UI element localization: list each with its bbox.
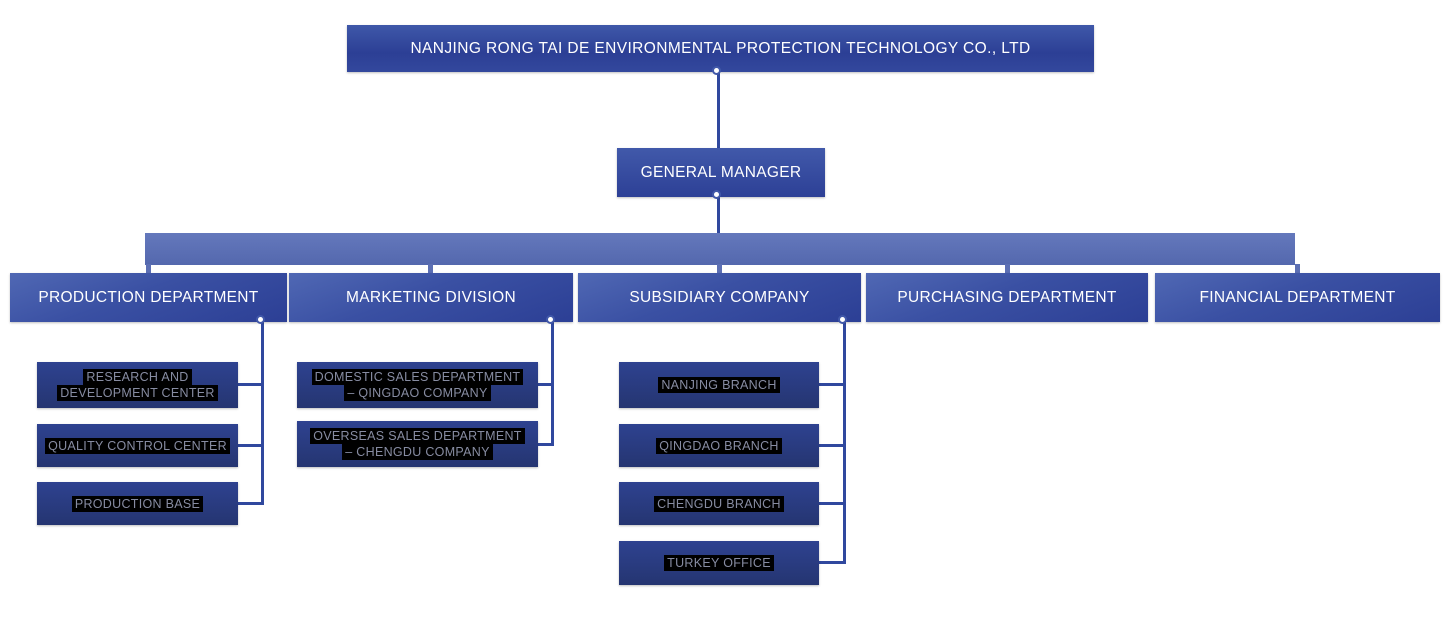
child-box-research-and-development-center: RESEARCH AND DEVELOPMENT CENTER — [37, 362, 238, 408]
dept-label: MARKETING DIVISION — [346, 288, 516, 306]
connector-dot — [712, 190, 721, 199]
child-label-line: – QINGDAO COMPANY — [344, 385, 491, 401]
child-box-turkey-office: TURKEY OFFICE — [619, 541, 819, 585]
dept-box-production-department: PRODUCTION DEPARTMENT — [10, 273, 287, 322]
general-manager-box: GENERAL MANAGER — [617, 148, 825, 197]
child-label-line: CHENGDU BRANCH — [654, 495, 784, 512]
child-label-line: DEVELOPMENT CENTER — [57, 385, 218, 401]
child-box-nanjing-branch: NANJING BRANCH — [619, 362, 819, 408]
child-box-overseas-sales-department-chengdu-company: OVERSEAS SALES DEPARTMENT – CHENGDU COMP… — [297, 421, 538, 467]
connector-production-trunk-line — [261, 321, 264, 505]
connector-dot — [546, 315, 555, 324]
general-manager-label: GENERAL MANAGER — [640, 163, 802, 181]
dept-box-subsidiary-company: SUBSIDIARY COMPANY — [578, 273, 861, 322]
dept-label: FINANCIAL DEPARTMENT — [1199, 288, 1396, 306]
child-label-line: – CHENGDU COMPANY — [342, 444, 493, 460]
connector-subsidiary-trunk-line — [843, 321, 846, 564]
child-label-line: QINGDAO BRANCH — [656, 437, 782, 454]
child-label-line: PRODUCTION BASE — [71, 495, 204, 512]
child-box-production-base: PRODUCTION BASE — [37, 482, 238, 525]
child-label-line: OVERSEAS SALES DEPARTMENT — [310, 428, 525, 444]
connector-branch-line — [538, 383, 551, 386]
child-label-line: DOMESTIC SALES DEPARTMENT — [311, 369, 524, 385]
connector-branch-line — [238, 502, 261, 505]
company-root-label: NANJING RONG TAI DE ENVIRONMENTAL PROTEC… — [410, 39, 1031, 57]
connector-branch-line — [238, 444, 261, 447]
child-label-line: RESEARCH AND — [83, 369, 192, 385]
connector-band-stub — [428, 264, 433, 274]
connector-branch-line — [819, 502, 843, 505]
dept-box-marketing-division: MARKETING DIVISION — [289, 273, 573, 322]
company-root-box: NANJING RONG TAI DE ENVIRONMENTAL PROTEC… — [347, 25, 1094, 72]
connector-branch-line — [538, 443, 551, 446]
dept-box-purchasing-department: PURCHASING DEPARTMENT — [866, 273, 1148, 322]
connector-branch-line — [819, 444, 843, 447]
connector-band-stub — [717, 264, 722, 274]
connector-band-stub — [1005, 264, 1010, 274]
child-label-line: TURKEY OFFICE — [664, 555, 774, 571]
connector-marketing-trunk-line — [551, 321, 554, 446]
connector-band — [145, 233, 1295, 265]
dept-label: PRODUCTION DEPARTMENT — [38, 288, 259, 306]
child-label-line: NANJING BRANCH — [658, 377, 780, 393]
dept-box-financial-department: FINANCIAL DEPARTMENT — [1155, 273, 1440, 322]
connector-dot — [838, 315, 847, 324]
connector-root-to-gm-line — [717, 72, 720, 148]
dept-label: PURCHASING DEPARTMENT — [897, 288, 1117, 306]
child-box-chengdu-branch: CHENGDU BRANCH — [619, 482, 819, 525]
child-box-quality-control-center: QUALITY CONTROL CENTER — [37, 424, 238, 467]
connector-band-stub — [146, 264, 151, 274]
connector-branch-line — [819, 383, 843, 386]
dept-label: SUBSIDIARY COMPANY — [629, 288, 810, 306]
connector-branch-line — [238, 383, 261, 386]
connector-dot — [712, 66, 721, 75]
connector-gm-to-band-line — [717, 197, 720, 233]
child-box-domestic-sales-department-qingdao-company: DOMESTIC SALES DEPARTMENT – QINGDAO COMP… — [297, 362, 538, 408]
connector-branch-line — [819, 561, 843, 564]
connector-dot — [256, 315, 265, 324]
connector-band-stub — [1295, 264, 1300, 274]
child-box-qingdao-branch: QINGDAO BRANCH — [619, 424, 819, 467]
child-label-line: QUALITY CONTROL CENTER — [45, 437, 230, 454]
